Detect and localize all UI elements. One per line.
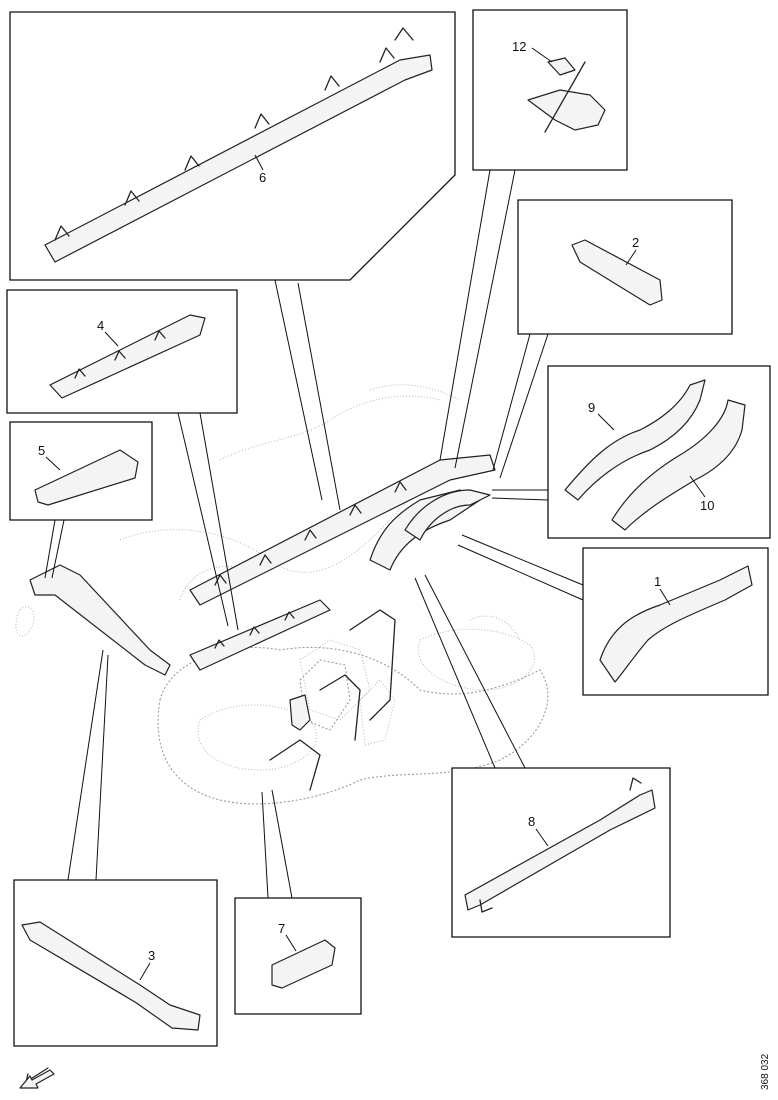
callout-5: 5: [38, 443, 45, 458]
part-4-rail: [49, 314, 206, 399]
arrow-down-left-icon: [19, 1067, 55, 1089]
drawing-code: 368 032: [760, 1053, 771, 1090]
leader-lines: [44, 169, 584, 899]
part-8-group: 8: [451, 767, 671, 938]
part-12-box: [472, 9, 628, 171]
callout-1: 1: [654, 574, 661, 589]
part-9-10-group: 9 10: [547, 365, 771, 539]
part-12-group: 12: [472, 9, 628, 171]
callout-10: 10: [700, 498, 714, 513]
part-6-rail: [44, 54, 433, 263]
callout-8: 8: [528, 814, 535, 829]
part-10-arch: [611, 399, 746, 531]
part-6-group: 6: [9, 11, 456, 281]
part-7-bracket: [271, 939, 336, 989]
callout-2: 2: [632, 235, 639, 250]
part-2-bracket: [571, 239, 663, 306]
callout-4: 4: [97, 318, 104, 333]
central-assembly: [15, 384, 549, 805]
part-4-group: 4: [6, 289, 238, 414]
part-3-group: 3: [13, 879, 218, 1047]
callout-9: 9: [588, 400, 595, 415]
part-5-group: 5: [9, 421, 153, 521]
part-9-arch: [564, 379, 706, 501]
part-5-rail: [34, 449, 139, 506]
part-1-arch: [599, 565, 753, 683]
callout-6: 6: [259, 170, 266, 185]
part-1-group: 1: [582, 547, 769, 696]
callout-7: 7: [278, 921, 285, 936]
part-12-clip: [547, 57, 576, 76]
part-7-group: 7: [234, 897, 362, 1015]
part-12-bracket: [527, 89, 606, 131]
part-9-10-box: [547, 365, 771, 539]
callout-3: 3: [148, 948, 155, 963]
callout-12: 12: [512, 39, 526, 54]
part-8-rail: [464, 789, 656, 911]
part-3-rail: [21, 921, 201, 1031]
part-2-group: 2: [517, 199, 733, 335]
